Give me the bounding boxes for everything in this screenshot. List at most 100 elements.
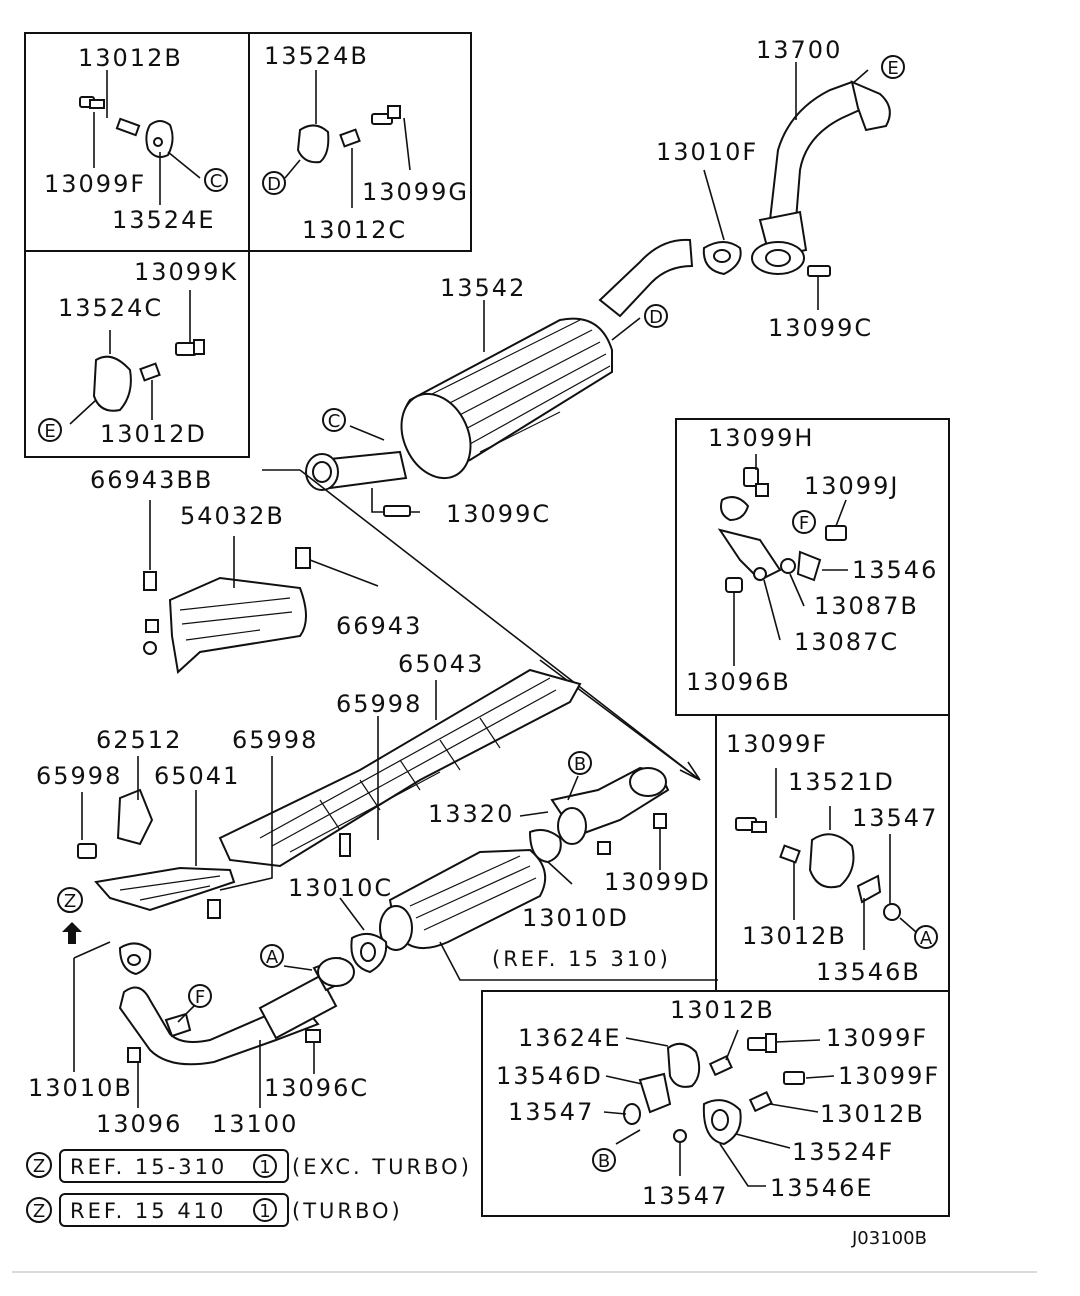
inset-right-middle-parts xyxy=(735,768,917,950)
svg-text:F: F xyxy=(799,513,809,534)
marker-d-1: D xyxy=(262,171,286,195)
marker-e-2: E xyxy=(881,55,905,79)
callout-13012c: 13012C xyxy=(302,216,407,244)
svg-text:Z: Z xyxy=(33,1156,45,1177)
callout-13524b: 13524B xyxy=(264,42,369,70)
callout-13099f-4: 13099F xyxy=(838,1062,940,1090)
ref-note-1: (EXC. TURBO) xyxy=(292,1155,472,1179)
heat-shield-54032B xyxy=(143,500,379,674)
callout-13010b: 13010B xyxy=(28,1074,133,1102)
svg-text:A: A xyxy=(920,928,933,949)
callout-65998-1: 65998 xyxy=(336,690,422,718)
callout-13700: 13700 xyxy=(756,36,842,64)
callout-62512: 62512 xyxy=(96,726,182,754)
ref-note-2: (TURBO) xyxy=(292,1199,403,1223)
callout-13099c-2: 13099C xyxy=(446,500,551,528)
ref-box-label-2: REF. 15 410 xyxy=(70,1199,226,1223)
inset-box-bottom-right xyxy=(481,990,950,1217)
diagram-code: J03100B xyxy=(851,1228,927,1249)
svg-text:A: A xyxy=(266,947,279,968)
heat-shield-65041 xyxy=(77,756,236,919)
callout-13010f: 13010F xyxy=(656,138,758,166)
callout-65998-3: 65998 xyxy=(36,762,122,790)
callout-13096b: 13096B xyxy=(686,668,791,696)
callout-66943bb: 66943BB xyxy=(90,466,213,494)
callout-13547-1: 13547 xyxy=(852,804,938,832)
callout-13010d: 13010D xyxy=(522,904,629,932)
main-muffler-assembly xyxy=(305,238,694,517)
callout-13012b-2: 13012B xyxy=(742,922,847,950)
svg-text:Z: Z xyxy=(33,1201,45,1222)
inset-bottom-right-parts xyxy=(603,1029,835,1187)
callout-13087c: 13087C xyxy=(794,628,899,656)
callout-54032b: 54032B xyxy=(180,502,285,530)
marker-z-1: Z xyxy=(57,887,83,913)
callout-13624e: 13624E xyxy=(518,1024,622,1052)
svg-text:C: C xyxy=(328,411,341,432)
svg-text:Z: Z xyxy=(64,891,76,912)
svg-text:D: D xyxy=(267,174,281,195)
inset-right-upper-parts xyxy=(717,454,848,666)
ref-15310-label: (REF. 15 310) xyxy=(492,947,671,971)
callout-13546: 13546 xyxy=(852,556,938,584)
marker-e-1: E xyxy=(38,418,62,442)
callout-13099j: 13099J xyxy=(804,472,899,500)
callout-13099d: 13099D xyxy=(604,868,711,896)
marker-c-1: C xyxy=(204,168,228,192)
callout-13099g: 13099G xyxy=(362,178,469,206)
heat-shield-65043 xyxy=(218,668,582,891)
callout-13099c-1: 13099C xyxy=(768,314,873,342)
marker-a-1: A xyxy=(260,944,284,968)
inset-box-top-left xyxy=(24,32,472,458)
callout-13542: 13542 xyxy=(440,274,526,302)
callout-65998-2: 65998 xyxy=(232,726,318,754)
callout-13524c: 13524C xyxy=(58,294,163,322)
reference-row-turbo: Z REF. 15 410 1 (TURBO) xyxy=(26,1193,403,1227)
marker-f-1: F xyxy=(792,510,816,534)
svg-text:B: B xyxy=(598,1151,610,1172)
svg-text:1: 1 xyxy=(259,1157,270,1178)
callout-13099h: 13099H xyxy=(708,424,814,452)
marker-f-2: F xyxy=(188,984,212,1008)
callout-13012b-3: 13012B xyxy=(670,996,775,1024)
reference-row-exc-turbo: Z REF. 15-310 1 (EXC. TURBO) xyxy=(26,1149,472,1183)
front-pipe-13700 xyxy=(702,62,891,310)
svg-text:E: E xyxy=(44,421,55,442)
callout-13099f: 13099F xyxy=(44,170,146,198)
callout-13546d: 13546D xyxy=(496,1062,603,1090)
callout-13524f: 13524F xyxy=(792,1138,894,1166)
svg-text:D: D xyxy=(649,307,663,328)
callout-13524e: 13524E xyxy=(112,206,216,234)
marker-b-1: B xyxy=(568,751,592,775)
catalytic-converter xyxy=(339,766,718,981)
callout-13547-3: 13547 xyxy=(642,1182,728,1210)
callout-13012b-4: 13012B xyxy=(820,1100,925,1128)
svg-text:E: E xyxy=(887,58,898,79)
reference-lines xyxy=(262,469,701,781)
callout-13012d: 13012D xyxy=(100,420,207,448)
callout-13320: 13320 xyxy=(428,800,514,828)
front-exhaust-pipe-13100 xyxy=(73,941,355,1108)
svg-text:B: B xyxy=(574,754,586,775)
callout-13099f-3: 13099F xyxy=(826,1024,928,1052)
callout-13087b: 13087B xyxy=(814,592,919,620)
svg-text:C: C xyxy=(210,171,223,192)
callout-13546b: 13546B xyxy=(816,958,921,986)
callout-13547-2: 13547 xyxy=(508,1098,594,1126)
callout-13010c: 13010C xyxy=(288,874,393,902)
marker-d-2: D xyxy=(644,304,668,328)
callout-65041: 65041 xyxy=(154,762,240,790)
callout-13546e: 13546E xyxy=(770,1174,874,1202)
callout-13096c: 13096C xyxy=(264,1074,369,1102)
callout-65043: 65043 xyxy=(398,650,484,678)
marker-c-2: C xyxy=(322,408,346,432)
callout-13100: 13100 xyxy=(212,1110,298,1138)
svg-text:F: F xyxy=(195,987,205,1008)
callout-13099f-2: 13099F xyxy=(726,730,828,758)
callout-13099k: 13099K xyxy=(134,258,238,286)
marker-a-2: A xyxy=(914,925,938,949)
marker-b-2: B xyxy=(592,1148,616,1172)
callout-13521d: 13521D xyxy=(788,768,895,796)
svg-text:1: 1 xyxy=(259,1201,270,1222)
